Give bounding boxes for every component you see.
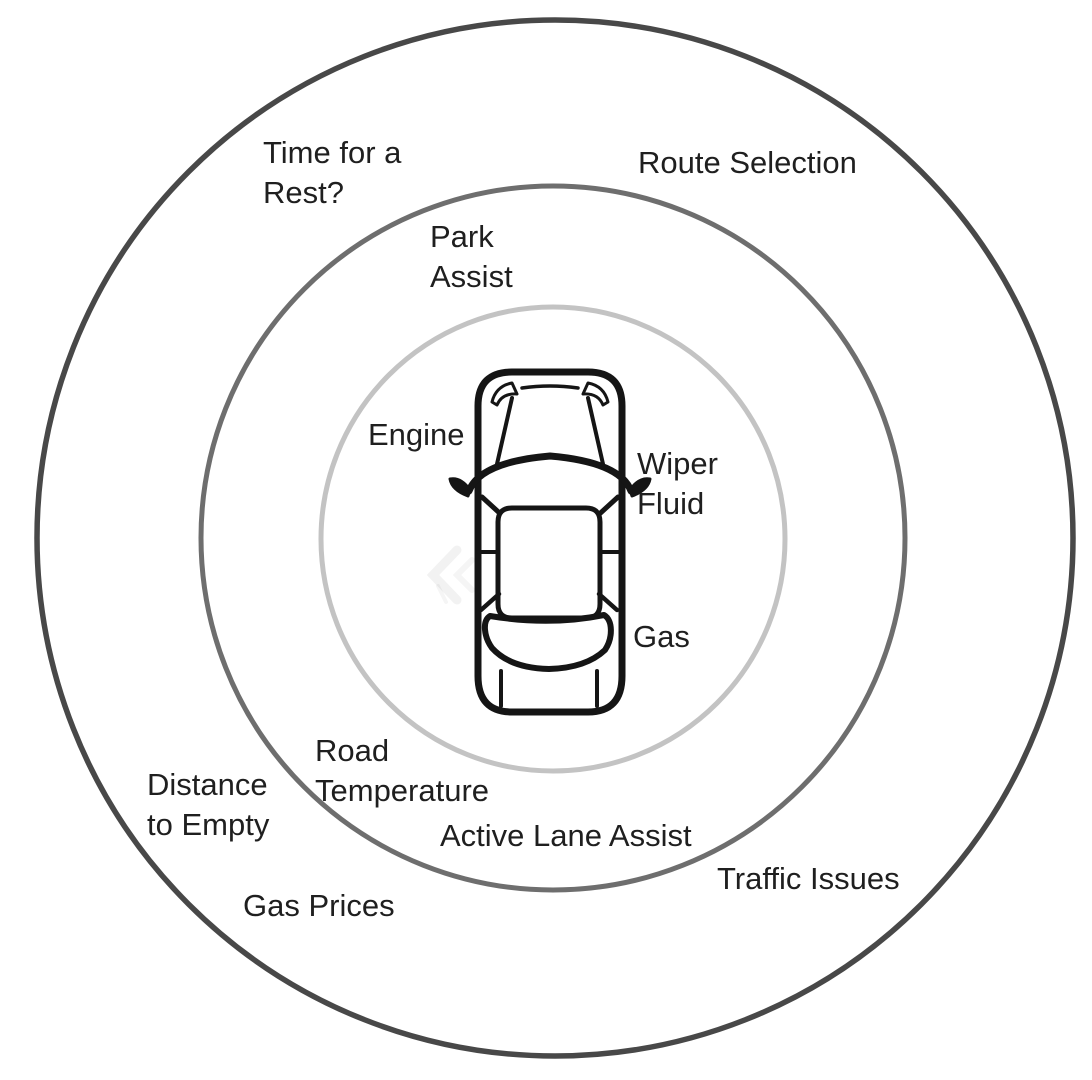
watermark [426,545,475,605]
label-road-temperature: Road Temperature [315,733,490,808]
car-top-view-icon [448,368,652,716]
label-traffic-issues: Traffic Issues [717,861,900,896]
label-wiper-fluid: Wiper Fluid [637,446,718,521]
label-active-lane-assist: Active Lane Assist [440,818,692,853]
label-time-for-a-rest: Time for a Rest? [263,135,402,210]
label-route-selection: Route Selection [638,145,857,180]
right-mirror [628,477,652,498]
inner-ring-circle [318,304,788,774]
label-engine: Engine [368,417,465,452]
label-park-assist: Park Assist [430,219,513,294]
label-gas-prices: Gas Prices [243,888,395,923]
label-gas: Gas [633,619,690,654]
outer-ring-circle [34,17,1076,1059]
label-distance-to-empty: Distance to Empty [147,767,270,842]
left-mirror [448,477,472,498]
middle-ring-circle [198,183,908,893]
car-cabin [495,505,603,621]
rear-window [482,612,614,672]
